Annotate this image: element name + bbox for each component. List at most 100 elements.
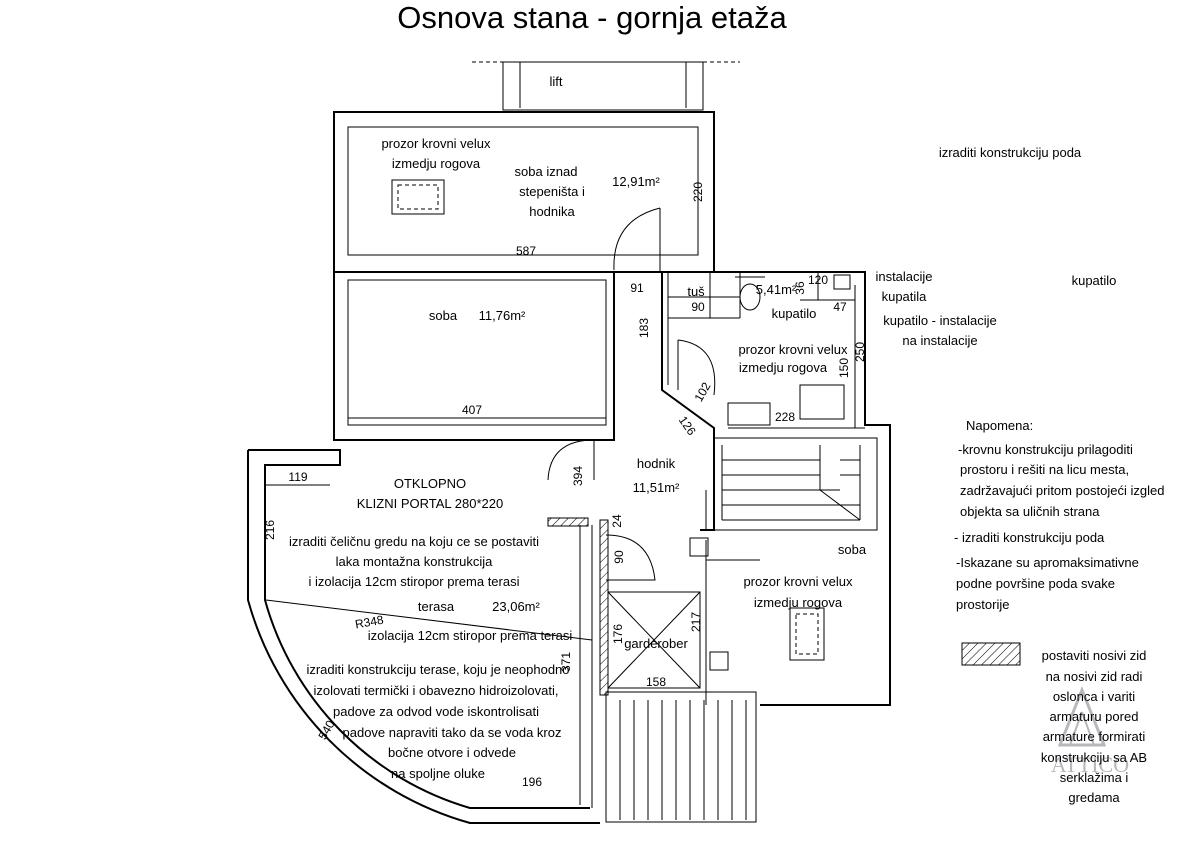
note-1d: objekta sa uličnih strana [960,504,1100,519]
terrace-work-5: bočne otvore i odvede [388,745,516,760]
dim-371: 371 [559,652,573,672]
dim-587: 587 [516,244,536,258]
wardrobe-area [605,591,757,823]
walls [333,111,891,706]
note-1a: -krovnu konstrukciju prilagoditi [958,442,1133,457]
upper-window-label-1: prozor krovni velux [381,136,491,151]
dim-24: 24 [610,514,624,528]
note-1b: prostoru i rešiti na licu mesta, [960,462,1129,477]
dim-102: 102 [691,380,713,405]
right-window-2: izmedju rogova [754,595,843,610]
installations-note-1: instalacije [875,269,932,284]
terrace-work-4: padove napraviti tako da se voda kroz [343,725,562,740]
dim-47: 47 [833,300,847,314]
bathroom-window-1: prozor krovni velux [738,342,848,357]
hallway-doors [547,439,825,705]
note-1c: zadržavajući pritom postojeći izgled [960,483,1164,498]
dim-196: 196 [522,775,542,789]
stairs [705,437,878,531]
bathroom-name: kupatilo [772,306,817,321]
note-2: - izraditi konstrukciju poda [954,530,1105,545]
notes-title: Napomena: [966,418,1033,433]
shower-label: tuš [687,284,705,299]
terrace-labels: izraditi čeličnu gredu na koju ce se pos… [289,534,572,781]
note-3c: prostorije [956,597,1009,612]
dim-540: 540 [315,718,337,743]
dim-90b: 90 [612,550,626,564]
installations-note-2: kupatila [882,289,928,304]
dim-150: 150 [837,358,851,378]
dim-216: 216 [263,520,277,540]
bathroom-right-label: kupatilo [1072,273,1117,288]
right-window-1: prozor krovni velux [743,574,853,589]
upper-room-name-1: soba iznad [515,164,578,179]
note-3b: podne površine poda svake [956,576,1115,591]
watermark-text: ATTICO [1051,752,1129,777]
terrace-beam-3: i izolacija 12cm stiropor prema terasi [309,574,520,589]
terrace-work-3: padove za odvod vode iskontrolisati [333,704,539,719]
dim-220: 220 [691,182,705,202]
upper-window-label-2: izmedju rogova [392,156,481,171]
bath-installations-1: kupatilo - instalacije [883,313,996,328]
attico-watermark: ATTICO [1051,685,1129,777]
dim-250: 250 [853,342,867,362]
dim-217: 217 [689,612,703,632]
dim-36: 36 [793,281,807,295]
terrace-beam-2: laka montažna konstrukcija [336,554,494,569]
soba-name: soba [429,308,458,323]
legend-line-6: konstrukciju sa AB [1041,750,1147,765]
notes-block: Napomena: -krovnu konstrukciju prilagodi… [954,418,1164,612]
dim-119: 119 [288,470,307,484]
terrace-insulation: izolacija 12cm stiropor prema terasi [368,628,573,643]
bathroom-window-2: izmedju rogova [739,360,828,375]
wardrobe-label: garderober [624,636,688,651]
legend-line-7: serklažima i [1060,770,1129,785]
sliding-door-label-1: OTKLOPNO [394,476,466,491]
terrace-work-6: na spoljne oluke [391,766,485,781]
upper-room-area: 12,91m² [612,174,660,189]
terrace-work-2: izolovati termički i obavezno hidroizolo… [314,683,559,698]
upper-room-name-2: stepeništa i [519,184,585,199]
terrace-outline [247,449,609,824]
dim-394: 394 [571,466,585,486]
plan-title: Osnova stana - gornja etaža [397,0,787,35]
dim-407: 407 [462,403,482,417]
legend-line-1: postaviti nosivi zid [1042,648,1147,663]
dim-90: 90 [691,300,705,314]
bath-installations-2: na instalacije [902,333,977,348]
bathroom-area: 5,41m² [756,282,797,297]
terrace-name: terasa [418,599,455,614]
dim-158: 158 [646,675,666,689]
soba-area: 11,76m² [479,308,526,323]
upper-room-labels: prozor krovni velux izmedju rogova soba … [381,136,660,219]
terrace-work-1: izraditi konstrukciju terase, koju je ne… [306,662,569,677]
lift-shaft: lift [472,61,740,111]
dim-120: 120 [808,273,828,287]
legend-line-2: na nosivi zid radi [1046,669,1143,684]
legend: postaviti nosivi zid na nosivi zid radi … [961,642,1147,805]
legend-line-8: gredama [1068,790,1120,805]
dim-r348: R348 [354,613,385,632]
right-room-labels: soba prozor krovni velux izmedju rogova [743,542,866,610]
terrace-area: 23,06m² [492,599,540,614]
lift-label: lift [550,74,563,89]
legend-line-4: armaturu pored [1050,709,1139,724]
dim-91: 91 [630,281,644,295]
sliding-door-label-2: KLIZNI PORTAL 280*220 [357,496,503,511]
hallway-name: hodnik [637,456,676,471]
dim-126: 126 [676,413,699,438]
legend-line-3: oslonca i variti [1053,689,1135,704]
bathroom-labels: tuš 5,41m² kupatilo prozor krovni velux … [687,282,848,375]
note-3a: -Iskazane su apromaksimativne [956,555,1139,570]
legend-hatch-swatch [961,642,1021,666]
upper-room-fixtures [391,179,661,272]
floor-construction-note: izraditi konstrukciju poda [939,145,1082,160]
side-annotations: izraditi konstrukciju poda instalacije k… [875,145,1116,348]
upper-room-name-3: hodnika [529,204,575,219]
dim-176: 176 [611,624,625,644]
legend-line-5: armature formirati [1043,729,1146,744]
right-room-name: soba [838,542,867,557]
dim-183: 183 [637,318,651,338]
dim-228: 228 [775,410,795,424]
